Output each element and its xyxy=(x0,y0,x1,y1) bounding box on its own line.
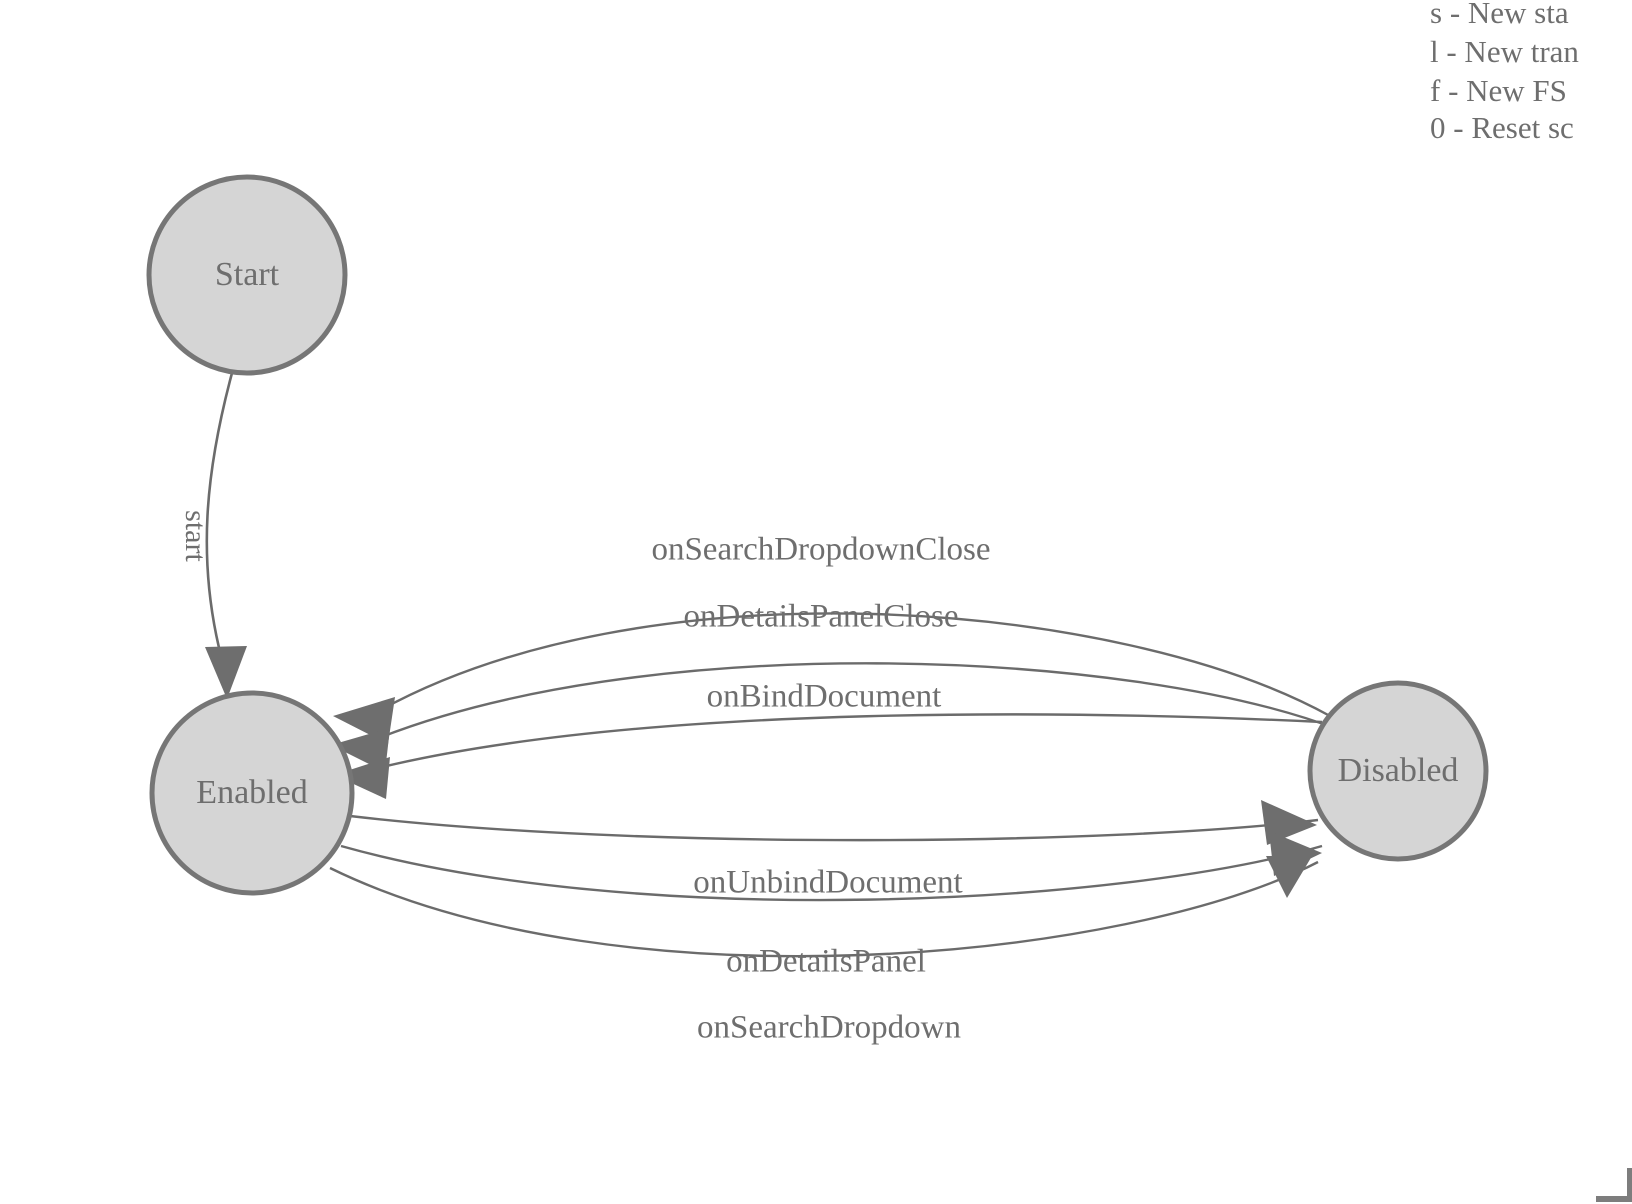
state-circle-start[interactable] xyxy=(146,174,348,376)
edge-group-start-to-enabled[interactable] xyxy=(205,372,247,699)
state-node-enabled[interactable]: Enabled xyxy=(149,690,355,896)
help-line-reset-scale: 0 - Reset sc xyxy=(1430,110,1574,145)
arrowhead-onbinddocument xyxy=(334,757,390,799)
state-label-disabled: Disabled xyxy=(1338,752,1459,789)
state-circle-enabled[interactable] xyxy=(149,690,355,896)
edge-group-onunbinddocument[interactable] xyxy=(349,800,1319,845)
edge-path-onunbinddocument xyxy=(349,814,1319,842)
edge-label-ondetailspanelclose: onDetailsPanelClose xyxy=(684,599,959,635)
edge-group-ondetailspanelclose[interactable] xyxy=(331,662,1338,772)
edge-label-onsearchdropdown: onSearchDropdown xyxy=(697,1010,961,1046)
arrowhead-ondetailspanelclose xyxy=(331,728,390,772)
help-line-new-transition: l - New tran xyxy=(1430,34,1579,69)
edge-label-start: start xyxy=(179,510,212,562)
edge-path-onbinddocument xyxy=(361,713,1323,774)
help-overlay: s - New sta l - New tran f - New FS 0 - … xyxy=(1430,0,1579,145)
edge-path-ondetailspanelclose xyxy=(363,662,1338,746)
state-node-disabled[interactable]: Disabled xyxy=(1307,680,1489,862)
edge-path-start xyxy=(205,372,234,661)
state-circle-disabled[interactable] xyxy=(1307,680,1489,862)
edge-path-onsearchdropdownclose xyxy=(369,612,1331,718)
arrowhead-onsearchdropdown xyxy=(1266,856,1312,898)
help-line-new-fsm: f - New FS xyxy=(1430,73,1567,108)
state-label-start: Start xyxy=(215,256,280,293)
edge-group-onsearchdropdown[interactable] xyxy=(329,856,1319,958)
edge-path-ondetailspanel xyxy=(340,844,1323,902)
help-line-new-state: s - New sta xyxy=(1430,0,1569,30)
edge-label-onunbinddocument: onUnbindDocument xyxy=(693,865,962,901)
resize-corner-handle[interactable] xyxy=(1596,1168,1632,1202)
state-label-enabled: Enabled xyxy=(196,774,307,811)
edge-path-onsearchdropdown xyxy=(329,860,1319,958)
edge-label-ondetailspanel: onDetailsPanel xyxy=(726,944,926,980)
edge-label-onbinddocument: onBindDocument xyxy=(707,679,942,715)
arrowhead-onunbinddocument xyxy=(1261,800,1317,845)
edge-label-onsearchdropdownclose: onSearchDropdownClose xyxy=(651,532,990,568)
corner-bracket-icon xyxy=(1596,1168,1632,1202)
state-node-start[interactable]: Start xyxy=(146,174,348,376)
arrowhead-start-to-enabled xyxy=(205,646,247,699)
edge-group-onbinddocument[interactable] xyxy=(334,713,1323,799)
